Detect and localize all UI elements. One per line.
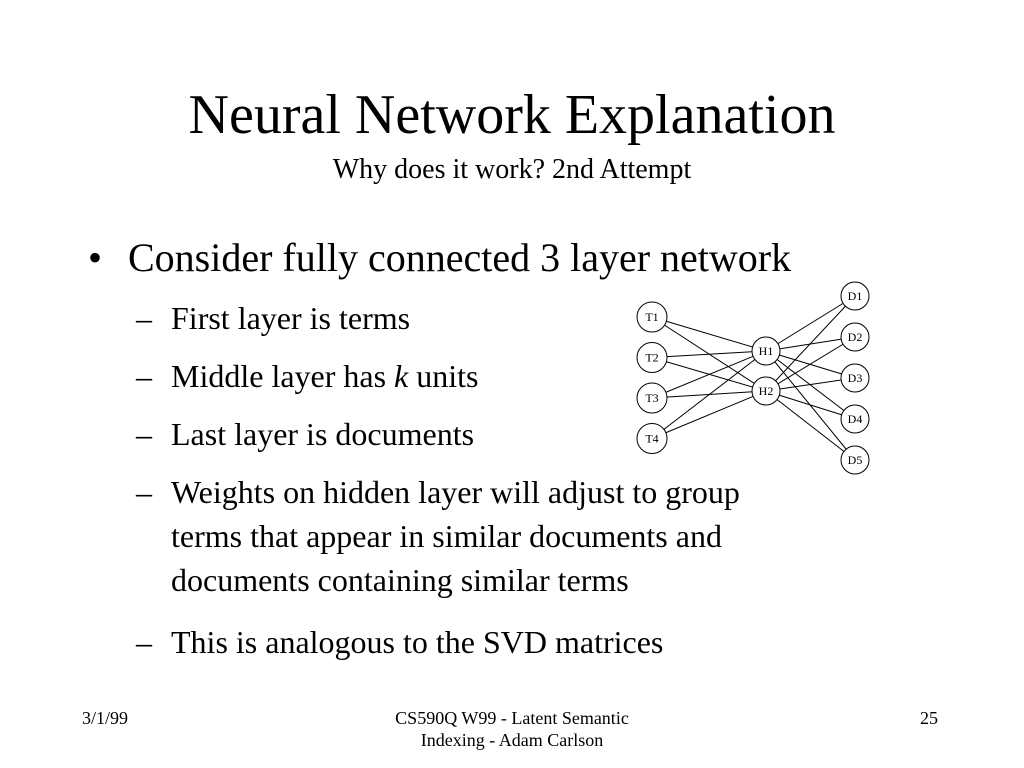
text-before: Middle layer has — [171, 358, 395, 394]
sub-bullet-text: Last layer is documents — [171, 416, 475, 452]
sub-bullet-text: Middle layer has k units — [171, 354, 478, 398]
node-circle — [840, 281, 870, 311]
input-node-t3: T3 — [636, 382, 668, 414]
line-3: documents containing similar terms — [171, 562, 629, 598]
italic-k: k — [394, 358, 409, 394]
node-label: H2 — [759, 384, 774, 398]
dash-marker: – — [136, 474, 152, 510]
footer-course-line-1: CS590Q W99 - Latent Semantic — [395, 708, 629, 728]
edge-h2-d4 — [765, 390, 856, 420]
slide-title: Neural Network Explanation — [188, 84, 836, 146]
dash-marker: – — [136, 300, 152, 336]
node-circle — [840, 404, 870, 434]
sub-bullet-text: Weights on hidden layer will adjust to g… — [171, 470, 740, 602]
node-label: T3 — [645, 391, 658, 405]
footer-date: 3/1/99 — [82, 708, 129, 728]
dash-marker: – — [136, 624, 152, 660]
node-circle — [840, 445, 870, 475]
node-circle — [636, 423, 668, 454]
edge-t2-h1 — [651, 350, 767, 358]
node-label: D5 — [848, 453, 863, 467]
slide-subtitle: Why does it work? 2nd Attempt — [332, 154, 692, 185]
connection-lines — [651, 295, 856, 461]
node-circle — [751, 336, 781, 366]
edge-h2-d2 — [765, 336, 856, 392]
sub-bullet-text: This is analogous to the SVD matrices — [171, 624, 664, 660]
edge-t4-h1 — [651, 350, 767, 439]
node-circle — [636, 301, 668, 333]
hidden-node-h1: H1 — [751, 336, 781, 366]
node-circle — [636, 382, 668, 414]
sub-bullet-text: First layer is terms — [171, 300, 411, 336]
footer-course: CS590Q W99 - Latent Semantic Indexing - … — [312, 707, 712, 751]
edge-h2-d3 — [765, 377, 856, 392]
node-circle — [840, 322, 870, 352]
node-label: T2 — [645, 351, 658, 365]
dash-marker: – — [136, 358, 152, 394]
line-2: terms that appear in similar documents a… — [171, 518, 722, 554]
node-label: D4 — [848, 412, 863, 426]
output-node-d1: D1 — [840, 281, 870, 311]
output-node-d4: D4 — [840, 404, 870, 434]
input-node-t2: T2 — [636, 342, 668, 373]
line-1: Weights on hidden layer will adjust to g… — [171, 474, 740, 510]
node-label: D1 — [848, 289, 863, 303]
node-label: T1 — [645, 310, 658, 324]
edge-h1-d1 — [765, 295, 856, 352]
node-circle — [840, 363, 870, 393]
edge-h2-d1 — [765, 295, 856, 392]
bullet-marker: • — [88, 235, 103, 280]
edge-t1-h1 — [651, 316, 767, 352]
footer-page-number: 25 — [920, 708, 938, 728]
node-circle — [751, 376, 781, 406]
node-label: H1 — [759, 344, 774, 358]
output-node-d3: D3 — [840, 363, 870, 393]
edge-t3-h1 — [651, 350, 767, 399]
hidden-node-h2: H2 — [751, 376, 781, 406]
footer-course-line-2: Indexing - Adam Carlson — [420, 730, 604, 750]
text-after: units — [408, 358, 479, 394]
edge-h2-d5 — [765, 390, 856, 461]
edge-t4-h2 — [651, 390, 767, 439]
node-label: D2 — [848, 330, 863, 344]
node-label: T4 — [645, 432, 658, 446]
output-node-d5: D5 — [840, 445, 870, 475]
node-label: D3 — [848, 371, 863, 385]
dash-marker: – — [136, 416, 152, 452]
main-bullet-text: Consider fully connected 3 layer network — [128, 235, 792, 280]
input-node-t4: T4 — [636, 423, 668, 454]
node-circle — [636, 342, 668, 373]
input-node-t1: T1 — [636, 301, 668, 333]
output-node-d2: D2 — [840, 322, 870, 352]
